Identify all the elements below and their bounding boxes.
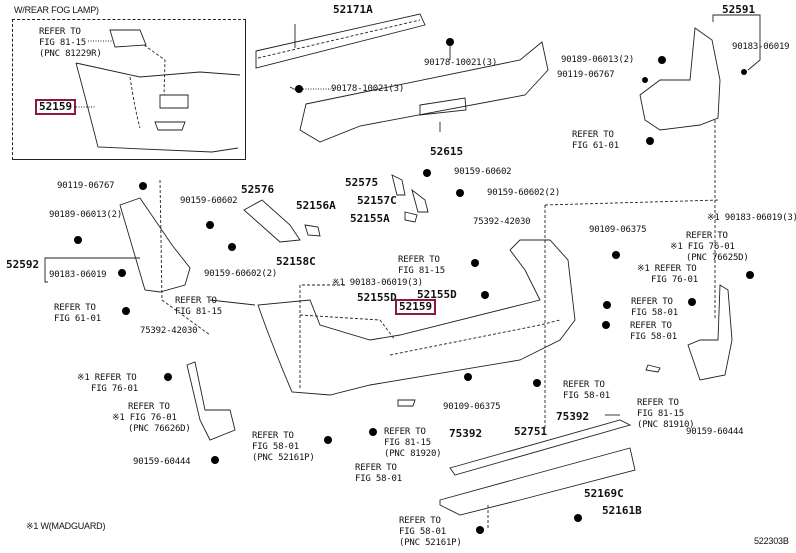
refer-61-left-line1: REFER TO bbox=[54, 303, 96, 313]
lower-garnish-drawing bbox=[324, 251, 661, 534]
part-label-52171A[interactable]: 52171A bbox=[333, 3, 373, 16]
refer-8115-b-line1: REFER TO bbox=[384, 427, 426, 437]
inset-refer-line2: FIG 81-15 bbox=[39, 38, 86, 48]
refer-8115-c-line1: REFER TO bbox=[637, 398, 679, 408]
part-label-75392-d[interactable]: 75392 bbox=[556, 410, 590, 423]
refer-76-d-line2[interactable]: ※1 FIG 76-01 bbox=[112, 413, 177, 423]
refer-58-b-line1: REFER TO bbox=[630, 321, 672, 331]
refer-76-b-line1: ※1 REFER TO bbox=[637, 264, 697, 274]
inset-refer-line3[interactable]: (PNC 81229R) bbox=[39, 49, 102, 59]
part-label-52169C[interactable]: 52169C bbox=[584, 487, 624, 500]
refer-58-e-line2[interactable]: FIG 58-01 bbox=[563, 391, 610, 401]
part-label-52155A[interactable]: 52155A bbox=[350, 212, 390, 225]
refer-76-c-line1: ※1 REFER TO bbox=[77, 373, 137, 383]
refer-58-c-line3: (PNC 52161P) bbox=[252, 453, 315, 463]
part-label-90189-left[interactable]: 90189-06013(2) bbox=[49, 210, 123, 220]
part-label-52591[interactable]: 52591 bbox=[722, 3, 756, 16]
inset-box bbox=[12, 19, 246, 160]
refer-61-right-line2[interactable]: FIG 61-01 bbox=[572, 141, 619, 151]
refer-58-a-line2[interactable]: FIG 58-01 bbox=[631, 308, 678, 318]
part-label-52592[interactable]: 52592 bbox=[6, 258, 40, 271]
part-label-52751[interactable]: 52751 bbox=[514, 425, 548, 438]
part-label-52155D-left[interactable]: 52155D bbox=[357, 291, 397, 304]
part-label-90159-a[interactable]: 90159-60602 bbox=[180, 196, 238, 206]
part-label-52156A[interactable]: 52156A bbox=[296, 199, 336, 212]
refer-8115-a-line2[interactable]: FIG 81-15 bbox=[398, 266, 445, 276]
inset-bumper-drawing bbox=[75, 29, 241, 153]
part-label-90159-left[interactable]: 90159-60444 bbox=[133, 457, 191, 467]
part-label-52159[interactable]: 52159 bbox=[395, 299, 437, 315]
part-label-90159-right[interactable]: 90159-60444 bbox=[686, 427, 744, 437]
inset-refer-line1: REFER TO bbox=[39, 27, 81, 37]
part-label-90183-left[interactable]: 90183-06019 bbox=[49, 270, 107, 280]
figure-code: 522303B bbox=[754, 536, 789, 546]
refer-58-b-line2[interactable]: FIG 58-01 bbox=[630, 332, 677, 342]
part-label-90178-right[interactable]: 90178-10021(3) bbox=[424, 58, 498, 68]
left-bracket-drawing bbox=[44, 179, 211, 336]
part-label-75392-c[interactable]: 75392 bbox=[449, 427, 483, 440]
right-bracket-drawing bbox=[639, 14, 761, 318]
refer-76-a-line2[interactable]: ※1 FIG 76-01 bbox=[670, 242, 735, 252]
refer-76-b-line2[interactable]: FIG 76-01 bbox=[651, 275, 698, 285]
part-label-90159-d[interactable]: 90159-60602(2) bbox=[487, 188, 561, 198]
part-label-52576[interactable]: 52576 bbox=[241, 183, 275, 196]
part-label-90109-b[interactable]: 90109-06375 bbox=[443, 402, 501, 412]
part-label-52158C[interactable]: 52158C bbox=[276, 255, 316, 268]
part-label-90183-right[interactable]: 90183-06019 bbox=[732, 42, 790, 52]
refer-61-right-line1: REFER TO bbox=[572, 130, 614, 140]
reinforcement-drawing bbox=[255, 13, 549, 143]
refer-58-d-line2[interactable]: FIG 58-01 bbox=[355, 474, 402, 484]
part-label-52575[interactable]: 52575 bbox=[345, 176, 379, 189]
part-label-90189-right[interactable]: 90189-06013(2) bbox=[561, 55, 635, 65]
refer-61-left-line2[interactable]: FIG 61-01 bbox=[54, 314, 101, 324]
refer-8115-b-line3: (PNC 81920) bbox=[384, 449, 442, 459]
mudguards-drawing bbox=[164, 271, 754, 464]
refer-58-c-line2[interactable]: FIG 58-01 bbox=[252, 442, 299, 452]
part-label-90159-b[interactable]: 90159-60602(2) bbox=[204, 269, 278, 279]
refer-8115-b-line2[interactable]: FIG 81-15 bbox=[384, 438, 431, 448]
inset-caption: W/REAR FOG LAMP) bbox=[14, 5, 99, 15]
part-label-90159-c[interactable]: 90159-60602 bbox=[454, 167, 512, 177]
part-label-52161B[interactable]: 52161B bbox=[602, 504, 642, 517]
refer-8115-l-line1: REFER TO bbox=[175, 296, 217, 306]
part-label-75392-b[interactable]: 75392-42030 bbox=[140, 326, 198, 336]
part-label-52159-inset[interactable]: 52159 bbox=[35, 99, 77, 115]
refer-58-f-line1: REFER TO bbox=[399, 516, 441, 526]
refer-58-e-line1: REFER TO bbox=[563, 380, 605, 390]
refer-58-d-line1: REFER TO bbox=[355, 463, 397, 473]
refer-58-f-line2[interactable]: FIG 58-01 bbox=[399, 527, 446, 537]
part-label-90183-m[interactable]: ※1 90183-06019(3) bbox=[332, 278, 423, 288]
part-label-90109-a[interactable]: 90109-06375 bbox=[589, 225, 647, 235]
refer-58-f-line3: (PNC 52161P) bbox=[399, 538, 462, 548]
part-label-52155D-right[interactable]: 52155D bbox=[417, 288, 457, 301]
part-label-75392-a[interactable]: 75392-42030 bbox=[473, 217, 531, 227]
refer-76-a-line1: REFER TO bbox=[686, 231, 728, 241]
refer-76-c-line2[interactable]: FIG 76-01 bbox=[91, 384, 138, 394]
part-label-90119-right[interactable]: 90119-06767 bbox=[557, 70, 615, 80]
part-label-52615[interactable]: 52615 bbox=[430, 145, 464, 158]
refer-58-a-line1: REFER TO bbox=[631, 297, 673, 307]
part-label-90178-left[interactable]: 90178-10021(3) bbox=[331, 84, 405, 94]
part-label-52157C[interactable]: 52157C bbox=[357, 194, 397, 207]
footnote: ※1 W(MADGUARD) bbox=[26, 521, 106, 531]
center-brackets-drawing bbox=[206, 169, 464, 251]
refer-8115-a-line1: REFER TO bbox=[398, 255, 440, 265]
part-label-90119-left[interactable]: 90119-06767 bbox=[57, 181, 115, 191]
refer-76-a-line3: (PNC 76625D) bbox=[686, 253, 749, 263]
refer-8115-c-line3: (PNC 81910) bbox=[637, 420, 695, 430]
refer-8115-l-line2[interactable]: FIG 81-15 bbox=[175, 307, 222, 317]
refer-8115-c-line2[interactable]: FIG 81-15 bbox=[637, 409, 684, 419]
refer-76-d-line1: REFER TO bbox=[128, 402, 170, 412]
bumper-cover-drawing bbox=[209, 199, 721, 430]
part-label-90183-s[interactable]: ※1 90183-06019(3) bbox=[707, 213, 796, 223]
refer-58-c-line1: REFER TO bbox=[252, 431, 294, 441]
refer-76-d-line3: (PNC 76626D) bbox=[128, 424, 191, 434]
